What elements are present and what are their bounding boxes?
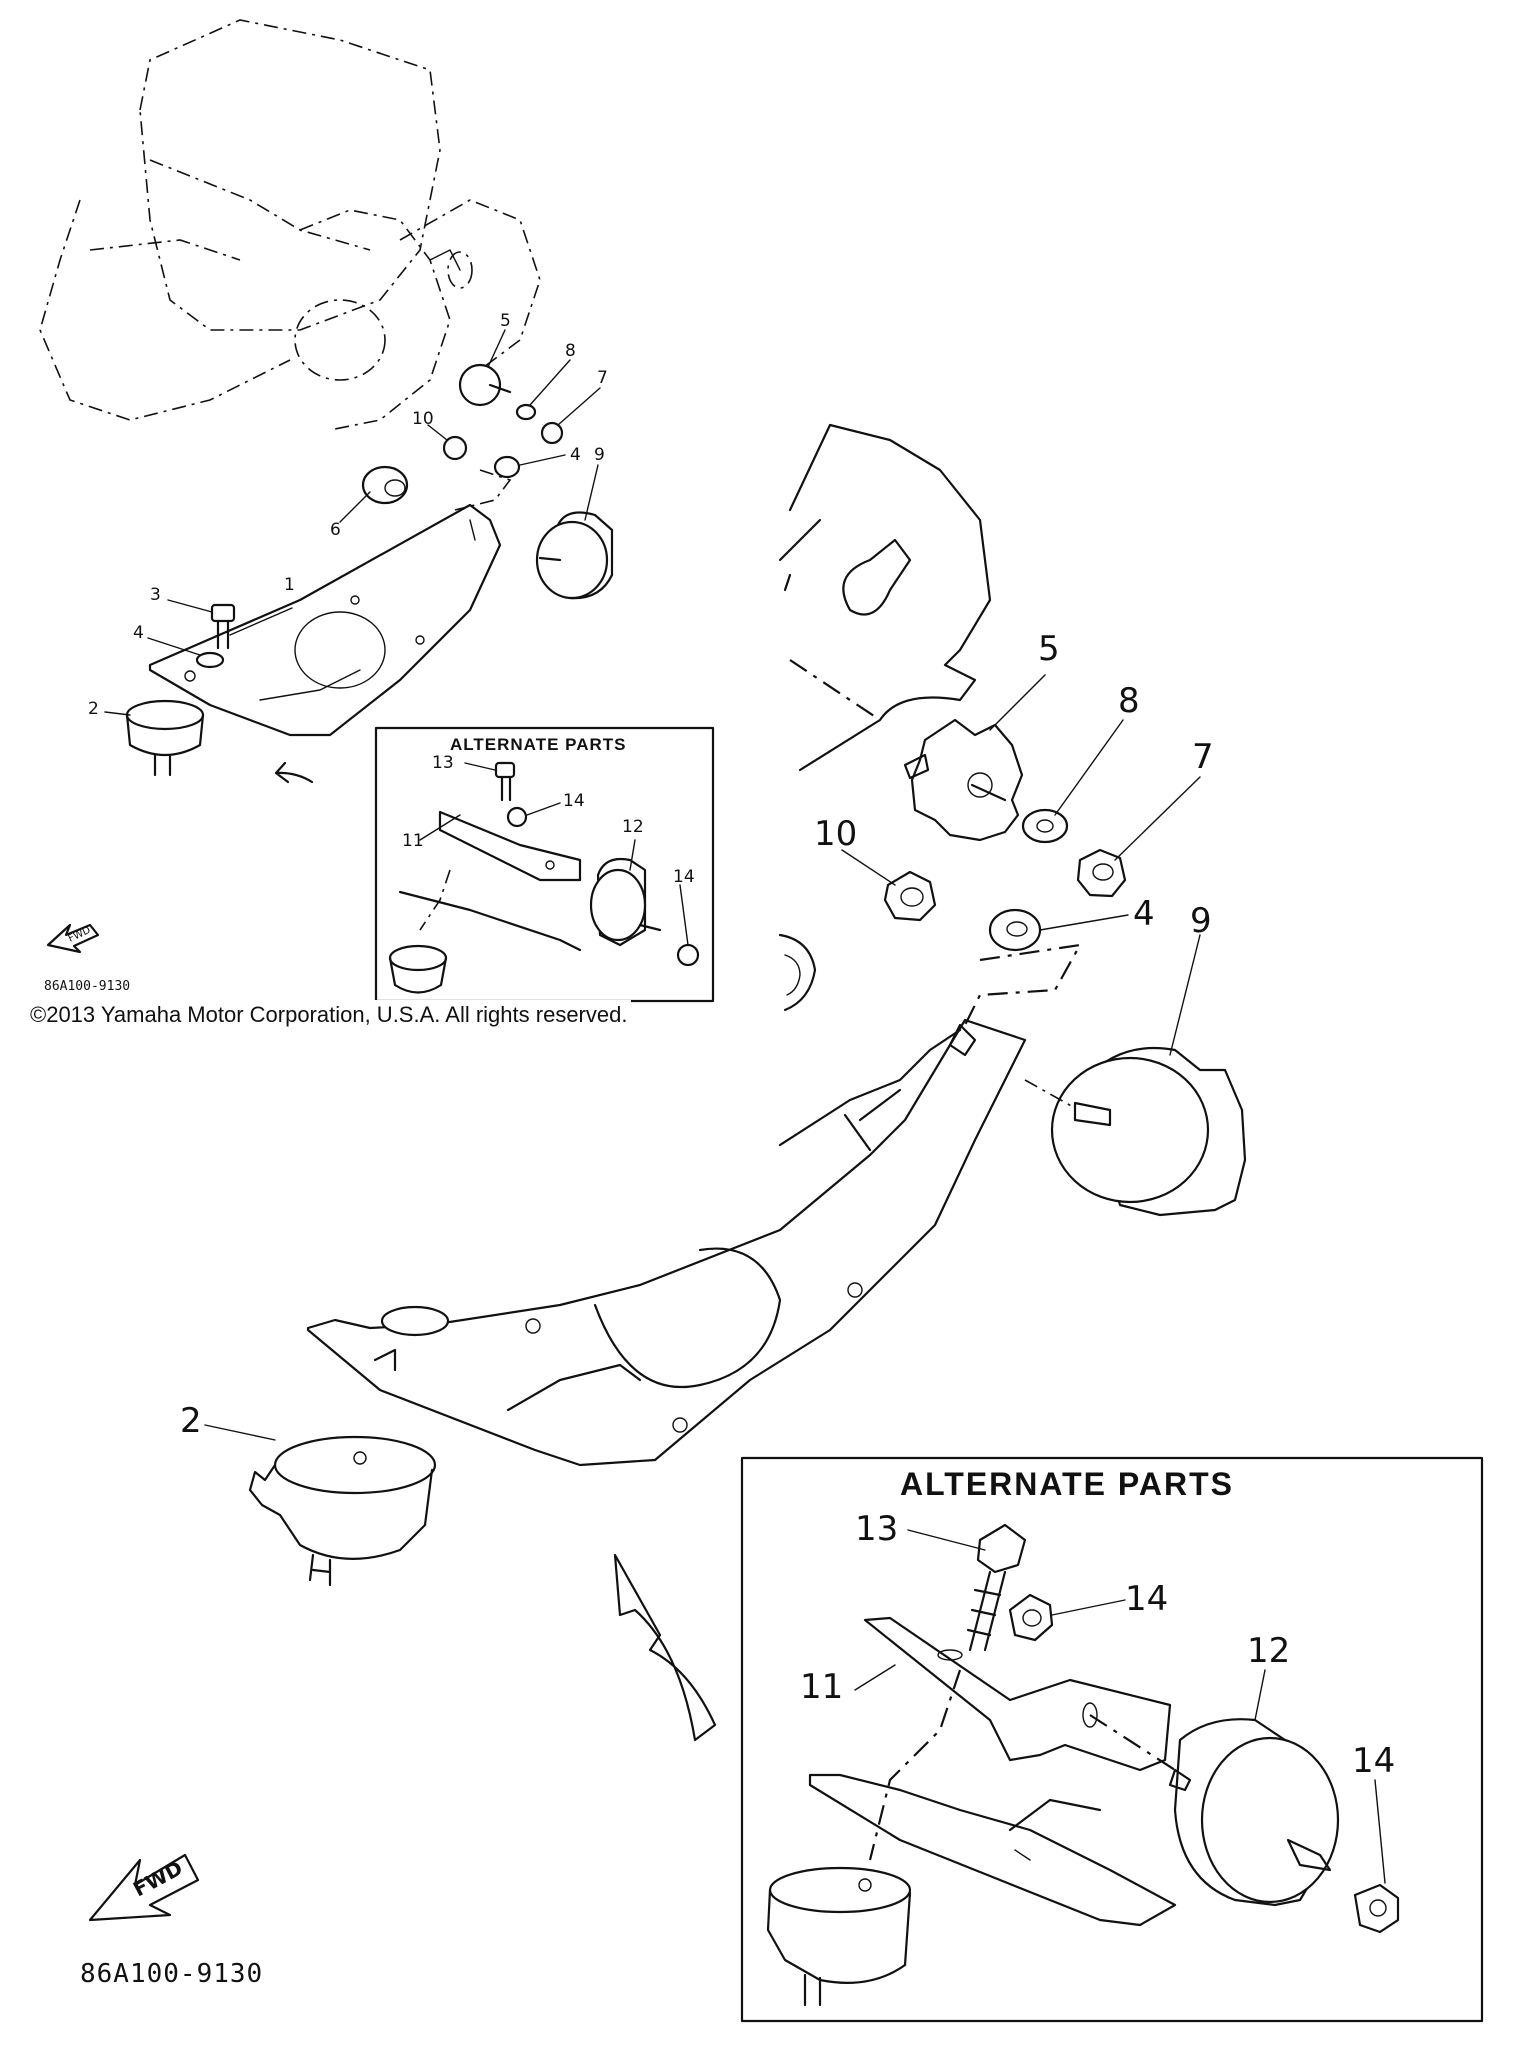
callout-12-small: 12: [622, 817, 644, 837]
rubber-mount-2: [125, 699, 205, 777]
fwd-arrow-small: FWD: [46, 923, 100, 954]
mount-5-large: [903, 718, 1024, 842]
copyright-notice: ©2013 Yamaha Motor Corporation, U.S.A. A…: [26, 1000, 632, 1030]
washer-4-large-left: [380, 1305, 450, 1337]
large-callouts: 5 8 7 10 4 9 2: [180, 629, 1214, 1441]
callout-2-small: 2: [88, 699, 99, 719]
callout-9-small: 9: [594, 445, 605, 465]
small-view: 1 3 4 2 6 5 8 7 10 4 9 FWD: [39, 19, 715, 1003]
mount-fragment: [778, 933, 817, 1012]
washer-8-large: [1021, 808, 1069, 844]
callout-6-small: 6: [330, 520, 341, 540]
callout-5-large: 5: [1038, 629, 1060, 669]
alternate-parts-title-large: ALTERNATE PARTS: [900, 1466, 1234, 1502]
engine-cover-large: [778, 423, 992, 772]
assembly-arrow-small: [274, 761, 314, 784]
callout-12-large: 12: [1247, 1631, 1290, 1671]
callout-7-small: 7: [597, 368, 608, 388]
alternate-parts-box-small: ALTERNATE PARTS 13 14 11 12 14: [374, 726, 715, 1003]
washer-4-left: [195, 651, 225, 669]
washer-8: [515, 403, 537, 421]
washer-4-upper: [493, 455, 521, 479]
nut-10: [442, 435, 468, 461]
callout-8-large: 8: [1118, 681, 1140, 721]
callout-5-small: 5: [500, 311, 511, 331]
callout-13-small: 13: [432, 753, 454, 773]
assembly-arrow-large: [613, 1553, 717, 1742]
engine-mount-plate-large: [306, 1018, 1027, 1467]
engine-mount-plate: [148, 503, 502, 737]
callout-14-large-right: 14: [1352, 1741, 1395, 1781]
callout-4-small-left: 4: [133, 623, 144, 643]
nut-7: [540, 421, 564, 445]
callout-10-large: 10: [814, 814, 857, 854]
rubber-mount-9-large: [1024, 1046, 1247, 1217]
callout-11-small: 11: [402, 831, 424, 851]
callout-14-small-right: 14: [673, 867, 695, 887]
callout-7-large: 7: [1192, 737, 1214, 777]
mount-fragment-inner: [784, 954, 801, 996]
callout-4-large: 4: [1133, 894, 1155, 934]
callout-11-large: 11: [800, 1667, 843, 1707]
large-view: 5 8 7 10 4 9 2 FWD 86A100-9130 ALTERNATE…: [80, 423, 1484, 2023]
bolt-3: [210, 603, 236, 650]
callout-14-large-top: 14: [1125, 1579, 1168, 1619]
small-callouts: 1 3 4 2 6 5 8 7 10 4 9: [88, 311, 608, 719]
washer-4-large-upper: [988, 908, 1042, 952]
alternate-parts-box-large: ALTERNATE PARTS: [740, 1456, 1484, 2023]
connector-dashed-large: [964, 943, 1083, 1026]
spacer-6: [361, 465, 409, 505]
callout-3-small: 3: [150, 585, 161, 605]
diagram-code-small: 86A100-9130: [44, 979, 130, 994]
callout-1-small: 1: [284, 575, 295, 595]
fwd-arrow-large: FWD: [88, 1853, 200, 1922]
callout-4-small-upper: 4: [570, 445, 581, 465]
callout-2-large: 2: [180, 1401, 202, 1441]
alternate-parts-title-small: ALTERNATE PARTS: [450, 735, 627, 754]
callout-9-large: 9: [1190, 901, 1212, 941]
diagram-code-large: 86A100-9130: [80, 1959, 263, 1989]
mount-5: [458, 363, 512, 407]
nut-7-large: [1076, 848, 1127, 898]
rubber-mount-9: [535, 511, 614, 600]
callout-10-small: 10: [412, 409, 434, 429]
engine-outline: [39, 19, 541, 431]
callout-13-large: 13: [855, 1509, 898, 1549]
callout-8-small: 8: [565, 341, 576, 361]
nut-10-large: [883, 870, 937, 922]
rubber-mount-2-large: [248, 1435, 437, 1587]
callout-14-small-top: 14: [563, 791, 585, 811]
